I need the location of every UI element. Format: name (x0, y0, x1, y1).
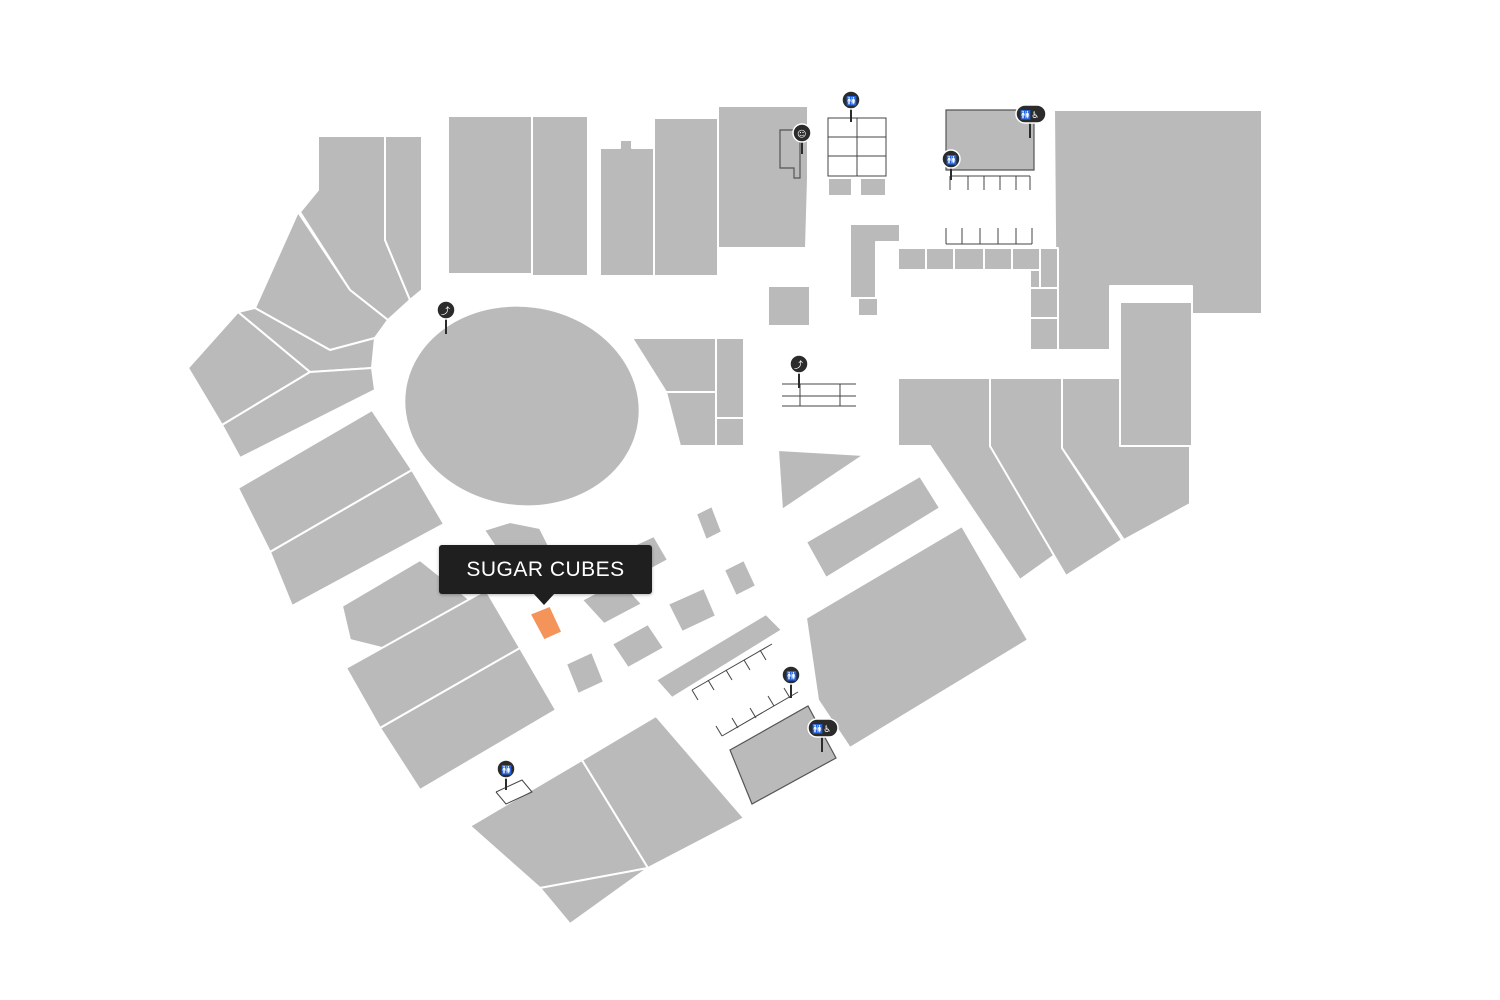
store-unit[interactable] (1119, 301, 1193, 447)
southeast-wing-units (897, 301, 1193, 581)
store-unit[interactable] (531, 115, 589, 277)
store-unit[interactable] (447, 115, 533, 275)
kiosks (565, 505, 799, 737)
restroom-icon[interactable]: 🚻 (496, 759, 516, 790)
store-unit[interactable] (379, 647, 557, 791)
north-wing-units (447, 105, 809, 277)
south-wing-units (469, 715, 745, 925)
escalator-icon[interactable]: ⤴ (436, 300, 456, 334)
svg-text:🚻♿: 🚻♿ (812, 723, 831, 735)
store-unit[interactable] (384, 135, 423, 301)
svg-text:🚻: 🚻 (501, 764, 512, 776)
svg-text:🚻: 🚻 (946, 154, 957, 166)
store-unit[interactable] (777, 449, 865, 511)
store-unit[interactable] (805, 525, 1029, 749)
store-tooltip: SUGAR CUBES (439, 545, 652, 594)
anchor-store[interactable] (1053, 109, 1263, 351)
restroom-icon[interactable]: 🚻 (941, 149, 961, 180)
svg-text:🚻: 🚻 (846, 95, 857, 107)
escalator-icon[interactable]: ⤴ (789, 354, 809, 388)
store-unit[interactable] (539, 867, 649, 925)
amenity-pins: 🚻 ☺ 🚻♿ 🚻 ⤴ ⤴ 🚻 (436, 90, 1047, 790)
sugar-cubes-store[interactable] (528, 605, 563, 641)
store-tooltip-pointer (533, 593, 555, 605)
southwest-wing-units (237, 409, 557, 791)
svg-text:🚻: 🚻 (786, 670, 797, 682)
store-unit[interactable] (665, 391, 717, 447)
svg-text:🚻♿: 🚻♿ (1020, 109, 1039, 121)
svg-text:⤴: ⤴ (794, 359, 803, 371)
store-unit[interactable] (631, 337, 717, 393)
restroom-icon[interactable]: 🚻 (781, 665, 801, 698)
restroom-accessible-icon[interactable]: 🚻♿ (807, 718, 839, 752)
store-unit[interactable] (599, 139, 655, 277)
store-unit[interactable] (653, 117, 719, 277)
store-unit[interactable] (805, 475, 941, 579)
restroom-accessible-icon[interactable]: 🚻♿ (1015, 104, 1047, 138)
store-unit[interactable] (221, 367, 376, 459)
west-wing-units (187, 135, 423, 459)
amenity-room (945, 109, 1035, 171)
central-atrium-store[interactable] (391, 291, 653, 522)
center-units (631, 337, 865, 511)
restroom-icon[interactable]: 🚻 (841, 90, 861, 122)
east-wing-units (767, 109, 1263, 351)
store-unit[interactable] (581, 715, 745, 869)
svg-text:☺: ☺ (797, 129, 806, 140)
svg-text:⤴: ⤴ (441, 305, 450, 317)
baby-change-icon[interactable]: ☺ (792, 123, 812, 154)
store-tooltip-label: SUGAR CUBES (466, 557, 625, 581)
store-unit[interactable] (269, 469, 445, 607)
north-facility (827, 117, 887, 197)
store-unit[interactable] (849, 223, 901, 299)
